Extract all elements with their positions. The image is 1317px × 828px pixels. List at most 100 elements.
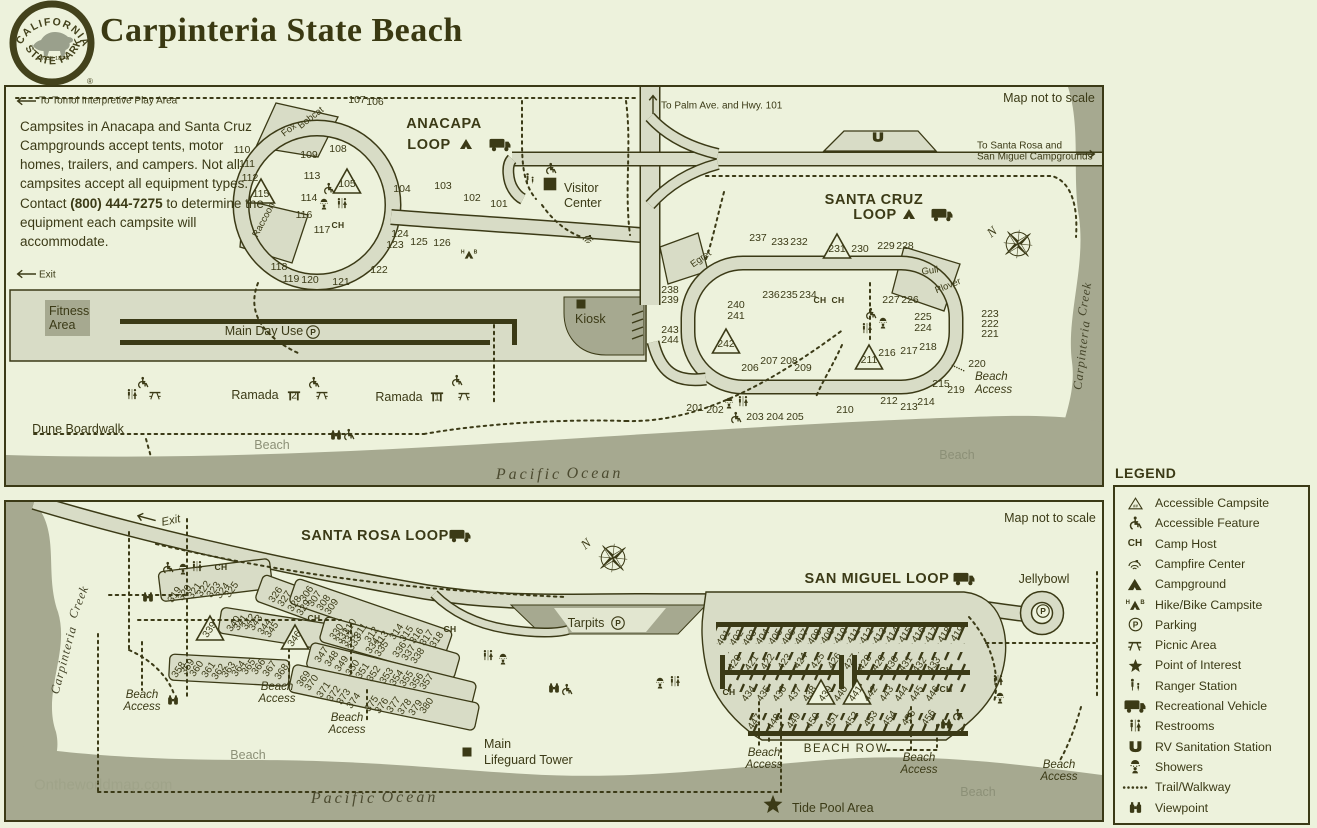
legend-item-label: Picnic Area bbox=[1155, 638, 1217, 653]
campsite-triangle-icon bbox=[842, 678, 872, 705]
campground-info-text: Campsites in Anacapa and Santa Cruz Camp… bbox=[20, 119, 264, 249]
campsite-number: 208 bbox=[780, 355, 798, 367]
campfire-icon bbox=[1115, 556, 1155, 571]
campsite-number: 217 bbox=[900, 345, 918, 357]
map-label: Visitor bbox=[564, 181, 599, 195]
legend-item-label: Campfire Center bbox=[1155, 556, 1246, 571]
legend-item-label: Showers bbox=[1155, 759, 1203, 774]
map-label: 1 bbox=[434, 392, 440, 404]
map-label: Tide Pool Area bbox=[792, 801, 874, 815]
map-label: 2 bbox=[291, 390, 297, 402]
map-label: Access bbox=[1040, 771, 1078, 783]
campsite-number: 211 bbox=[860, 354, 878, 366]
map-label: Access bbox=[123, 701, 161, 713]
phone-number: (800) 444-7275 bbox=[70, 195, 163, 211]
campsite-number: 231 bbox=[828, 243, 846, 255]
binoc-icon bbox=[330, 429, 343, 442]
picnic-icon bbox=[314, 389, 331, 402]
lower-map-artwork bbox=[6, 502, 1102, 820]
campsite-number: 236 bbox=[762, 289, 780, 301]
arrow-l-icon bbox=[14, 269, 38, 279]
map-label: Main Day Use bbox=[224, 324, 304, 338]
campsite-triangle-icon bbox=[280, 623, 310, 650]
campsite-number: 243 bbox=[661, 324, 679, 336]
map-label: Center bbox=[564, 196, 602, 210]
star-icon bbox=[763, 794, 784, 815]
map-label: Access bbox=[745, 759, 783, 771]
trail-icon bbox=[1115, 780, 1155, 795]
camp-host-label: CH bbox=[443, 624, 457, 634]
campsite-number: 106 bbox=[366, 96, 384, 108]
logo-registered-mark: ® bbox=[87, 77, 93, 86]
map-label: Gull bbox=[920, 264, 940, 278]
binoc-icon bbox=[142, 591, 155, 604]
map-label: SANTA CRUZ bbox=[824, 192, 924, 208]
map-label: Exit bbox=[39, 269, 56, 281]
map-label: Map not to scale bbox=[1004, 511, 1096, 525]
legend-item-label: Accessible Feature bbox=[1155, 516, 1260, 531]
campsite-number: 107 bbox=[348, 94, 366, 106]
bldg-icon bbox=[575, 298, 587, 310]
rvsan-icon bbox=[872, 131, 885, 144]
campsite-number: 223 bbox=[981, 308, 999, 320]
showers-icon bbox=[877, 317, 890, 329]
camp-host-label: CH bbox=[331, 220, 345, 230]
legend-item-ranger-station: Ranger Station bbox=[1115, 676, 1308, 696]
campsite-number: 123 bbox=[386, 239, 404, 251]
restrooms-icon bbox=[1115, 719, 1155, 734]
upper-map-artwork bbox=[6, 87, 1102, 485]
map-label: LOOP bbox=[407, 137, 451, 153]
legend-item-restrooms: Restrooms bbox=[1115, 716, 1308, 736]
campsite-number: 110 bbox=[233, 144, 251, 156]
map-label: Map not to scale bbox=[1003, 91, 1095, 105]
legend-item-label: Accessible Campsite bbox=[1155, 496, 1270, 510]
campsite-number: 204 bbox=[766, 411, 784, 423]
wheelchair-icon bbox=[545, 163, 558, 176]
wheelchair-icon bbox=[162, 562, 175, 575]
map-label: Beach bbox=[747, 747, 781, 759]
map-label: Beach bbox=[975, 371, 1008, 383]
showers-icon bbox=[654, 677, 667, 689]
map-label: Access bbox=[975, 384, 1013, 396]
rv-icon bbox=[448, 529, 472, 544]
parking-icon bbox=[1115, 617, 1155, 632]
campsite-triangle-icon bbox=[711, 327, 741, 354]
map-label: Beach bbox=[230, 748, 266, 762]
hikebike-icon bbox=[456, 248, 482, 261]
map-label: Main bbox=[484, 737, 512, 751]
page-title: Carpinteria State Beach bbox=[100, 12, 463, 49]
campsite-number: 215 bbox=[932, 378, 950, 390]
campsite-number: 114 bbox=[300, 192, 318, 204]
camp-host-glyph: CH bbox=[1127, 538, 1143, 550]
map-label: Lifeguard Tower bbox=[484, 753, 573, 767]
restrooms-icon bbox=[667, 676, 683, 689]
map-label: San Miguel Campgrounds bbox=[977, 151, 1093, 163]
campsite-number: 213 bbox=[900, 401, 918, 413]
campsite-number: 121 bbox=[332, 276, 350, 288]
bldg-icon bbox=[542, 176, 559, 193]
campsite-number: 232 bbox=[790, 236, 808, 248]
map-label: Access bbox=[900, 764, 938, 776]
legend-item-showers: Showers bbox=[1115, 757, 1308, 777]
wheelchair-icon bbox=[952, 709, 965, 722]
logo-since-text: SINCE 1864 bbox=[37, 56, 68, 62]
legend-item-label: Trail/Walkway bbox=[1155, 780, 1231, 795]
upper-map-panel: Campsites in Anacapa and Santa Cruz Camp… bbox=[4, 85, 1104, 487]
campsite-number: 242 bbox=[717, 338, 735, 350]
campsite-number: 122 bbox=[370, 264, 388, 276]
campsite-number: 207 bbox=[760, 355, 778, 367]
campsite-triangle-icon bbox=[332, 167, 362, 194]
map-label: Beach bbox=[939, 448, 975, 462]
showers-icon bbox=[177, 563, 190, 575]
ranger-icon bbox=[1115, 678, 1155, 693]
tent-icon bbox=[1115, 577, 1155, 592]
map-label: Access bbox=[328, 724, 366, 736]
map-label: Ocean bbox=[381, 789, 439, 806]
campsite-triangle-icon bbox=[195, 614, 225, 641]
wheelchair-icon bbox=[561, 684, 574, 697]
map-label: Ramada bbox=[375, 390, 423, 404]
campsite-number: 216 bbox=[878, 347, 896, 359]
legend-item-label: Campground bbox=[1155, 577, 1227, 592]
legend-item-recreational-vehicle: Recreational Vehicle bbox=[1115, 696, 1308, 716]
